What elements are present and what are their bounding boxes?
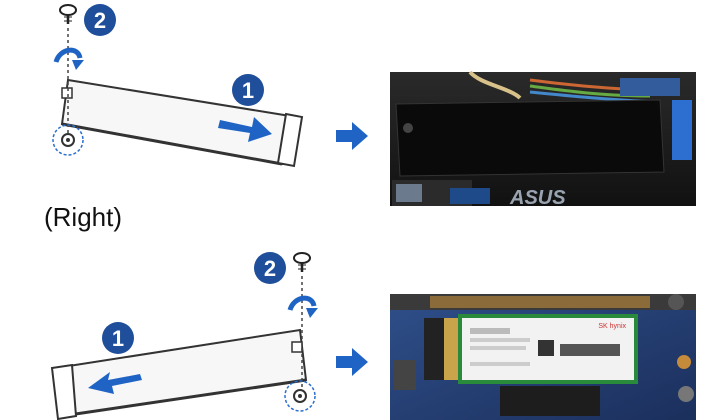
screw-hole-icon [53, 125, 83, 155]
rotate-arrow-icon [56, 50, 84, 70]
step-number: 2 [94, 8, 106, 33]
screw-hole-icon [285, 381, 315, 411]
flow-arrow-icon [336, 348, 368, 376]
m2-slot [52, 365, 76, 419]
step-number: 1 [242, 78, 254, 103]
photo-bottom: SK hynix [390, 294, 696, 420]
rotate-arrow-icon [290, 298, 318, 318]
screw-icon [60, 5, 76, 24]
ssd-card [56, 330, 306, 416]
svg-text:SK hynix: SK hynix [598, 323, 626, 330]
top-ssd-illustration [62, 80, 302, 166]
bottom-ssd-illustration [52, 330, 306, 419]
photo-top: ASUS [390, 72, 696, 209]
step-number: 2 [264, 256, 276, 281]
section-label: (Right) [44, 202, 122, 233]
step-number: 1 [112, 326, 124, 351]
step-2-badge-bottom: 2 [254, 252, 286, 284]
step-1-badge-top: 1 [232, 74, 264, 106]
step-1-badge-bottom: 1 [102, 322, 134, 354]
step-2-badge-top: 2 [84, 4, 116, 36]
screw-icon [294, 253, 310, 272]
flow-arrow-icon [336, 122, 368, 150]
svg-text:ASUS: ASUS [509, 187, 566, 209]
